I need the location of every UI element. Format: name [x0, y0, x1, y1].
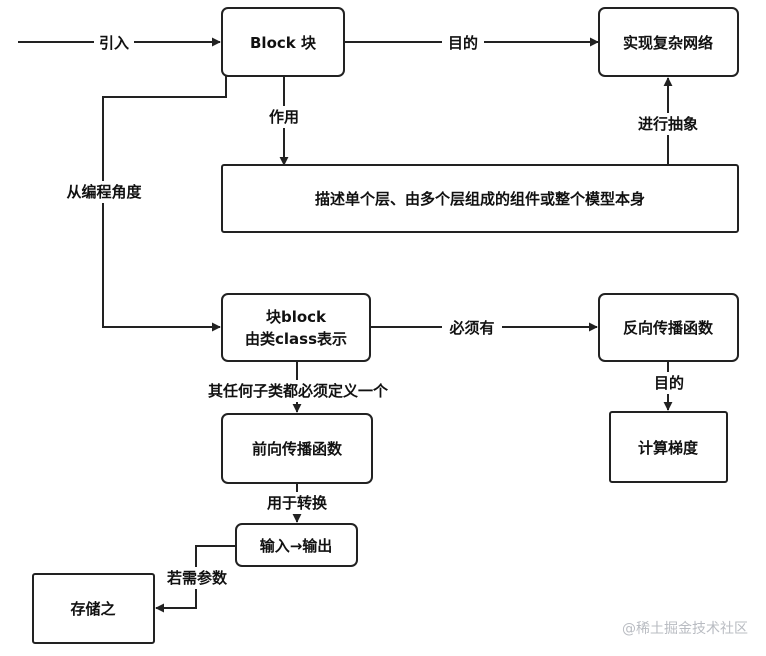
node-backward [598, 293, 739, 362]
node-forward [221, 413, 373, 484]
edge-programming-view [102, 76, 227, 332]
edge-if-params-label: 若需参数 [166, 569, 228, 587]
edge-usage-label: 作用 [269, 108, 299, 126]
node-io-label: 输入→输出 [260, 537, 333, 555]
node-class-block-label-2: 由类class表示 [245, 330, 347, 348]
edge-purpose-top-label: 目的 [448, 34, 478, 52]
node-description-label: 描述单个层、由多个层组成的组件或整个模型本身 [315, 190, 645, 208]
edge-purpose-right-label: 目的 [654, 374, 684, 392]
node-class-block [221, 293, 371, 362]
node-block [221, 7, 345, 77]
node-block-label: Block 块 [250, 34, 317, 52]
node-gradient-label: 计算梯度 [638, 439, 699, 457]
node-forward-label: 前向传播函数 [252, 440, 343, 458]
node-description [221, 164, 739, 233]
edge-subclass-define-label: 其任何子类都必须定义一个 [208, 382, 389, 400]
node-store [32, 573, 155, 644]
edge-for-conversion-label: 用于转换 [267, 494, 328, 512]
edge-intro-label: 引入 [99, 34, 129, 52]
edge-abstraction-label: 进行抽象 [638, 115, 698, 133]
node-class-block-label-1: 块block [266, 308, 327, 326]
edge-must-have-label: 必须有 [448, 319, 494, 337]
node-backward-label: 反向传播函数 [623, 319, 714, 337]
edge-programming-view-label: 从编程角度 [66, 183, 142, 201]
node-store-label: 存储之 [70, 600, 115, 618]
node-io [235, 523, 358, 567]
node-complex-network-label: 实现复杂网络 [623, 34, 713, 52]
node-complex-network [598, 7, 739, 77]
node-gradient [609, 411, 728, 483]
watermark: @稀土掘金技术社区 [622, 621, 748, 637]
